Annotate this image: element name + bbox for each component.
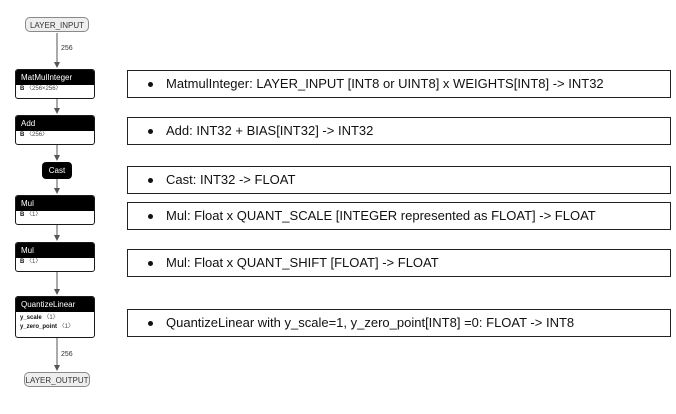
mul1-attr: B 〈1〉 <box>16 211 94 220</box>
add-node[interactable]: Add B 〈256〉 <box>15 115 95 145</box>
bullet-icon <box>148 178 153 183</box>
bullet-icon <box>148 82 153 87</box>
quant-attr-y-zero-point: y_zero_point 〈1〉 <box>16 323 94 332</box>
edge-out-label: 256 <box>61 351 73 358</box>
mul1-node[interactable]: Mul B 〈1〉 <box>15 195 95 225</box>
note-text: QuantizeLinear with y_scale=1, y_zero_po… <box>166 315 575 330</box>
note-mul-shift: Mul: Float x QUANT_SHIFT [FLOAT] -> FLOA… <box>127 249 671 277</box>
note-quantizelinear: QuantizeLinear with y_scale=1, y_zero_po… <box>127 309 671 337</box>
cast-node[interactable]: Cast <box>42 162 72 179</box>
bullet-icon <box>148 321 153 326</box>
quant-attr-value: 〈1〉 <box>58 324 75 330</box>
note-text: Add: INT32 + BIAS[INT32] -> INT32 <box>166 123 374 138</box>
model-graph: LAYER_INPUT 256 MatMulInteger B 〈256×256… <box>0 0 115 414</box>
add-attr-value: 〈256〉 <box>26 132 49 138</box>
note-text: Cast: INT32 -> FLOAT <box>166 172 296 187</box>
mul1-title: Mul <box>16 196 94 211</box>
note-text: Mul: Float x QUANT_SCALE [INTEGER repres… <box>166 208 596 223</box>
note-matmulinteger: MatmulInteger: LAYER_INPUT [INT8 or UINT… <box>127 70 671 98</box>
matmul-node[interactable]: MatMulInteger B 〈256×256〉 <box>15 69 95 99</box>
mul2-attr: B 〈1〉 <box>16 258 94 267</box>
matmul-title: MatMulInteger <box>16 70 94 85</box>
quantize-linear-node[interactable]: QuantizeLinear y_scale 〈1〉 y_zero_point … <box>15 296 95 338</box>
quant-attr-value: 〈1〉 <box>43 315 59 321</box>
layer-input-node[interactable]: LAYER_INPUT <box>25 17 89 32</box>
matmul-attr: B 〈256×256〉 <box>16 85 94 94</box>
quant-attr-y-scale: y_scale 〈1〉 <box>16 314 94 323</box>
note-mul-scale: Mul: Float x QUANT_SCALE [INTEGER repres… <box>127 202 671 230</box>
bullet-icon <box>148 214 153 219</box>
mul2-node[interactable]: Mul B 〈1〉 <box>15 242 95 272</box>
quant-title: QuantizeLinear <box>16 297 94 312</box>
layer-output-node[interactable]: LAYER_OUTPUT <box>24 372 90 387</box>
matmul-attr-value: 〈256×256〉 <box>26 86 62 92</box>
bullet-icon <box>148 261 153 266</box>
mul1-attr-value: 〈1〉 <box>26 212 42 218</box>
edge-in-label: 256 <box>61 45 73 52</box>
note-text: Mul: Float x QUANT_SHIFT [FLOAT] -> FLOA… <box>166 255 439 270</box>
mul2-title: Mul <box>16 243 94 258</box>
graph-edges <box>54 33 60 371</box>
mul2-attr-name: B <box>20 259 25 265</box>
matmul-attr-name: B <box>20 86 25 92</box>
note-add: Add: INT32 + BIAS[INT32] -> INT32 <box>127 117 671 145</box>
mul2-attr-value: 〈1〉 <box>26 259 42 265</box>
quant-attr-name: y_scale <box>20 315 42 321</box>
mul1-attr-name: B <box>20 212 25 218</box>
add-attr-name: B <box>20 132 25 138</box>
quant-attr-name: y_zero_point <box>20 324 58 330</box>
bullet-icon <box>148 129 153 134</box>
add-title: Add <box>16 116 94 131</box>
note-cast: Cast: INT32 -> FLOAT <box>127 166 671 194</box>
note-text: MatmulInteger: LAYER_INPUT [INT8 or UINT… <box>166 76 604 91</box>
add-attr: B 〈256〉 <box>16 131 94 140</box>
